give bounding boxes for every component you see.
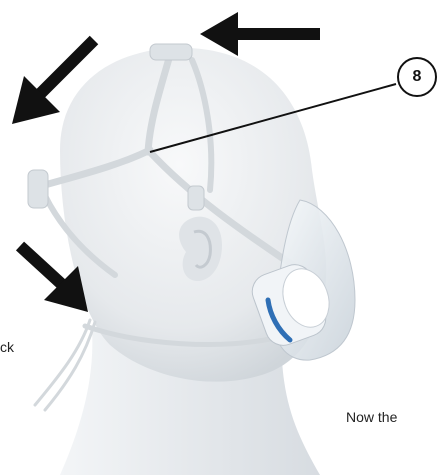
arrow-left-top: [200, 12, 320, 56]
callout-number-label: 8: [398, 58, 436, 96]
strap-clip-top: [150, 44, 192, 60]
strap-clip-side: [188, 186, 204, 210]
strap-clip-back: [28, 170, 48, 208]
caption-left-fragment: ck: [0, 339, 14, 355]
caption-right-fragment: Now the: [346, 409, 397, 425]
